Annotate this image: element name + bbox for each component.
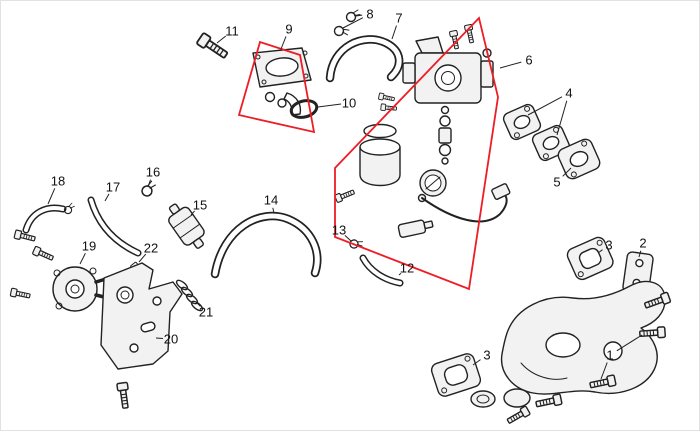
- exhaust-gasket-part-3-upper: [566, 236, 614, 281]
- leader-line: [556, 100, 568, 136]
- breather-hose-part-7: [325, 35, 404, 83]
- leader-line: [527, 96, 563, 116]
- leader-line: [616, 334, 643, 352]
- sensor-cable: [417, 183, 511, 223]
- part-number-1: 1: [606, 348, 613, 363]
- intake-joint-part-9: [252, 47, 312, 116]
- part-number-16: 16: [146, 165, 160, 180]
- jet-needle-stack: [438, 105, 452, 165]
- leader-line: [499, 61, 522, 69]
- exhaust-manifold: [500, 280, 666, 408]
- fuel-hose-part-14: [210, 211, 322, 279]
- leader-line: [562, 167, 572, 177]
- solenoid: [397, 219, 434, 238]
- leader-line: [355, 14, 363, 17]
- part-number-7: 7: [395, 11, 402, 26]
- part-number-3: 3: [483, 348, 490, 363]
- pump-bolt-a: [9, 287, 32, 301]
- bracket-part-20: [100, 262, 183, 370]
- part-number-3: 3: [605, 238, 612, 253]
- idle-cap: [419, 169, 447, 197]
- leader-line: [47, 188, 56, 205]
- part-number-9: 9: [285, 22, 292, 37]
- leader-line: [344, 235, 352, 242]
- part-number-19: 19: [82, 239, 96, 254]
- leader-line: [216, 35, 227, 44]
- part-number-14: 14: [264, 193, 278, 208]
- bowl-screw: [333, 187, 356, 204]
- carburetor-part-6: [333, 23, 511, 238]
- leader-line: [104, 193, 110, 202]
- leader-line: [195, 301, 201, 307]
- bracket-bolt: [116, 381, 132, 410]
- callout-layer: 11 8 7 9 10 6 4 5 16 17 18 15 14 13 12 19 22 21 20 2 3 3 1: [47, 7, 647, 380]
- part-number-4: 4: [565, 86, 572, 101]
- leader-line: [272, 207, 275, 214]
- pump-bolt-b: [31, 245, 55, 263]
- fuel-hose-part-17: [87, 196, 142, 257]
- leader-line: [138, 253, 147, 263]
- fuel-pump-part-19: [52, 266, 111, 312]
- leader-line: [79, 252, 86, 265]
- part-number-6: 6: [525, 53, 532, 68]
- highlight-layer: [237, 16, 499, 291]
- leader-line: [472, 359, 481, 366]
- part-number-20: 20: [164, 332, 178, 347]
- part-number-17: 17: [106, 180, 120, 195]
- fuel-hose-part-12: [359, 254, 404, 287]
- part-illustrations: [9, 9, 672, 427]
- leader-line: [155, 337, 164, 339]
- part-number-10: 10: [342, 96, 356, 111]
- leader-line: [398, 272, 402, 276]
- manifold-bolt-d: [534, 393, 563, 411]
- float-bowl: [359, 138, 401, 187]
- carburetor-highlight: [334, 16, 499, 291]
- part-number-21: 21: [199, 305, 213, 320]
- hose-clip-18: [62, 202, 77, 215]
- part-number-13: 13: [332, 223, 346, 238]
- intake-joint-highlight: [237, 40, 316, 134]
- part-number-15: 15: [193, 198, 207, 213]
- gasket-part-5: [557, 138, 601, 180]
- part-number-11: 11: [225, 24, 239, 39]
- leader-line: [638, 250, 642, 258]
- carb-screw-c: [377, 92, 396, 103]
- cover-plate: [470, 390, 496, 408]
- leader-line: [391, 25, 397, 40]
- leader-line: [190, 210, 195, 216]
- part-number-5: 5: [553, 175, 560, 190]
- part-number-22: 22: [144, 241, 158, 256]
- manifold-bolt-e: [505, 405, 532, 427]
- fuel-hose-part-18: [22, 204, 67, 234]
- exhaust-gasket-part-3-lower: [430, 353, 482, 397]
- o-ring-part-10: [289, 99, 319, 119]
- part-number-18: 18: [51, 174, 65, 189]
- leader-line: [600, 362, 608, 380]
- part-number-2: 2: [639, 236, 646, 251]
- fuel-filter-part-15: [168, 203, 205, 249]
- leader-line: [342, 17, 364, 29]
- leader-line: [597, 249, 603, 254]
- leader-line: [147, 179, 151, 188]
- part-number-12: 12: [400, 261, 414, 276]
- part-number-8: 8: [366, 7, 373, 22]
- leader-line: [280, 36, 287, 50]
- leader-line: [317, 103, 342, 108]
